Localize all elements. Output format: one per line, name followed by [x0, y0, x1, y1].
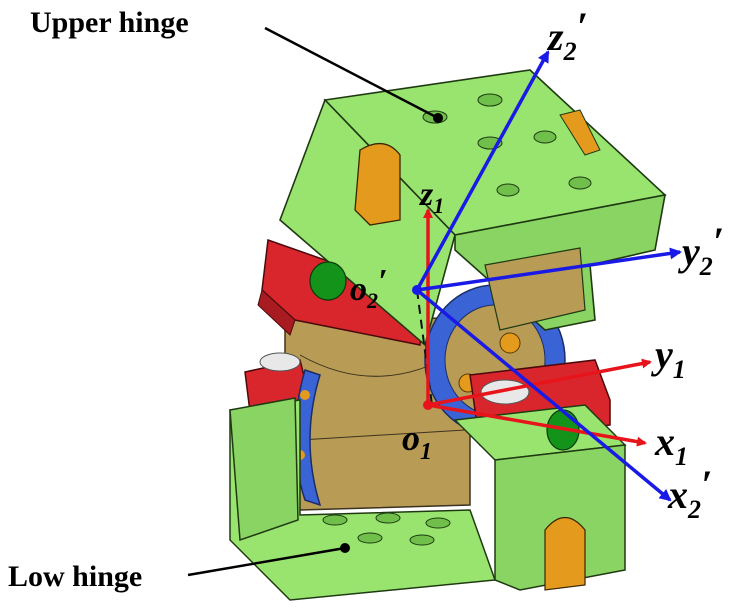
o2p-label: o2′: [350, 263, 388, 313]
o1-origin: [423, 400, 433, 410]
upper-hinge-leader: [264, 26, 439, 120]
x2p-label: x2′: [667, 462, 712, 524]
z2p-axis: [415, 50, 550, 291]
frame-2-axes: [412, 50, 682, 502]
z2p-label: z2′: [546, 4, 588, 66]
y2p-label: y2′: [678, 219, 724, 281]
y1-label: y1: [651, 332, 686, 384]
low-hinge-leader-dot: [340, 543, 350, 553]
x2p-axis: [415, 288, 672, 502]
o2p-origin: [412, 285, 422, 295]
z1-label: z1: [419, 176, 444, 218]
low-hinge-label: Low hinge: [8, 560, 142, 593]
upper-hinge-leader-dot: [433, 113, 443, 123]
x1-label: x1: [654, 419, 688, 471]
y1-axis: [427, 358, 652, 407]
y2p-axis: [416, 247, 682, 292]
frame-1-axes: [423, 208, 652, 447]
low-hinge-leader: [187, 546, 346, 577]
o1-label: o1: [402, 418, 432, 465]
upper-hinge-label: Upper hinge: [30, 6, 189, 39]
upper-hinge: [257, 69, 667, 347]
x1-axis: [427, 403, 647, 447]
